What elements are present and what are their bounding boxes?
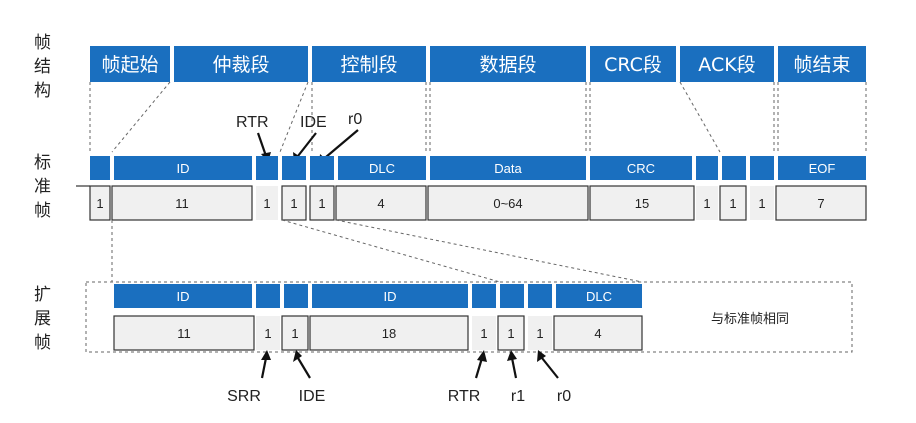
header-segment-row: 帧起始 仲裁段 控制段 数据段 CRC段 ACK段 帧结束 [90, 46, 866, 82]
side-char: 标 [34, 153, 51, 173]
header-connector-lines [89, 81, 867, 153]
std-cell-id: 11 [175, 196, 189, 211]
segment-crc-label: CRC段 [604, 54, 662, 76]
annotation-ext-r0: r0 [557, 388, 571, 405]
bar-eof-label: EOF [809, 161, 836, 176]
std-cell-dlc: 4 [377, 196, 384, 211]
bar-ide [282, 156, 306, 180]
bar-ack-delim [750, 156, 774, 180]
segment-arbitration-label: 仲裁段 [212, 54, 269, 76]
ext-bar-dlc-label: DLC [586, 289, 612, 304]
annotation-r1: r1 [511, 388, 525, 405]
standard-bar-row: ID DLC Data CRC EOF [90, 156, 866, 180]
std-cell-crc: 15 [635, 196, 649, 211]
ext-bar-rtr [472, 284, 496, 308]
annotation-ext-rtr: RTR [448, 388, 481, 405]
segment-ack [680, 46, 774, 82]
std-cell-ack-slot: 1 [729, 196, 736, 211]
bar-crc-label: CRC [627, 161, 655, 176]
ext-cell-r1: 1 [507, 326, 514, 341]
std-cell-rtr: 1 [263, 196, 270, 211]
side-char: 准 [34, 177, 51, 197]
bar-dlc-label: DLC [369, 161, 395, 176]
bar-dlc [338, 156, 426, 180]
ext-cell-rtr: 1 [480, 326, 487, 341]
bar-data [430, 156, 586, 180]
std-cell-eof: 7 [817, 196, 824, 211]
ext-bar-id-ext [312, 284, 468, 308]
annotation-ext-ide: IDE [299, 388, 326, 405]
side-char: 结 [34, 57, 51, 77]
ext-bar-id-base-label: ID [177, 289, 190, 304]
ext-bar-id-base [114, 284, 252, 308]
ext-cell-ide: 1 [291, 326, 298, 341]
segment-control [312, 46, 426, 82]
extended-frame-outline [85, 281, 853, 353]
segment-arbitration [174, 46, 308, 82]
ext-cell-srr: 1 [264, 326, 271, 341]
side-char: 构 [34, 81, 51, 101]
side-char: 扩 [34, 285, 51, 305]
segment-ack-label: ACK段 [698, 54, 755, 76]
annotation-srr: SRR [227, 388, 261, 405]
ext-bar-srr [256, 284, 280, 308]
bar-sof [90, 156, 110, 180]
ext-bar-ide [284, 284, 308, 308]
expand-connector-lines [111, 219, 643, 283]
segment-eof-label: 帧结束 [793, 54, 850, 76]
std-cell-crc-delim: 1 [703, 196, 710, 211]
std-cell-ack-delim: 1 [758, 196, 765, 211]
std-cell-r0: 1 [318, 196, 325, 211]
ext-cell-r0: 1 [536, 326, 543, 341]
side-label-frame-structure: 帧 结 构 [34, 33, 51, 101]
side-char: 帧 [34, 201, 51, 221]
extended-annotations: SRR IDE RTR r1 r0 [227, 350, 571, 405]
annotation-ide: IDE [300, 114, 327, 131]
side-char: 帧 [34, 33, 51, 53]
segment-eof [778, 46, 866, 82]
bar-ack-slot [722, 156, 746, 180]
standard-cell-row: 1 11 1 1 1 4 0~64 15 1 1 1 7 [76, 185, 867, 221]
segment-data [430, 46, 586, 82]
ext-cell-id-base: 11 [177, 326, 191, 341]
ext-bar-r0 [528, 284, 552, 308]
ext-bar-r1 [500, 284, 524, 308]
extended-bar-row: ID ID DLC [114, 284, 642, 308]
side-char: 展 [34, 309, 51, 329]
bar-id-label: ID [177, 161, 190, 176]
ext-cell-dlc: 4 [594, 326, 601, 341]
side-label-extended-frame: 扩 展 帧 [34, 285, 51, 353]
std-cell-ide: 1 [290, 196, 297, 211]
bar-data-label: Data [494, 161, 522, 176]
segment-control-label: 控制段 [340, 54, 397, 76]
segment-sof [90, 46, 170, 82]
annotation-r0: r0 [348, 111, 362, 128]
bar-crc [590, 156, 692, 180]
bar-crc-delim [696, 156, 718, 180]
segment-data-label: 数据段 [479, 54, 536, 76]
side-char: 帧 [34, 333, 51, 353]
ext-bar-id-ext-label: ID [384, 289, 397, 304]
bar-id [114, 156, 252, 180]
side-label-standard-frame: 标 准 帧 [34, 153, 51, 221]
bar-r0 [310, 156, 334, 180]
segment-sof-label: 帧起始 [101, 54, 158, 76]
bar-eof [778, 156, 866, 180]
extended-cell-row: 11 1 1 18 1 1 1 4 [113, 315, 643, 351]
ext-bar-dlc [556, 284, 642, 308]
ext-cell-id-ext: 18 [382, 326, 396, 341]
same-as-standard-note: 与标准帧相同 [711, 312, 789, 327]
segment-crc [590, 46, 676, 82]
std-cell-data: 0~64 [493, 196, 522, 211]
std-cell-sof: 1 [96, 196, 103, 211]
annotation-rtr: RTR [236, 114, 269, 131]
bar-rtr [256, 156, 278, 180]
